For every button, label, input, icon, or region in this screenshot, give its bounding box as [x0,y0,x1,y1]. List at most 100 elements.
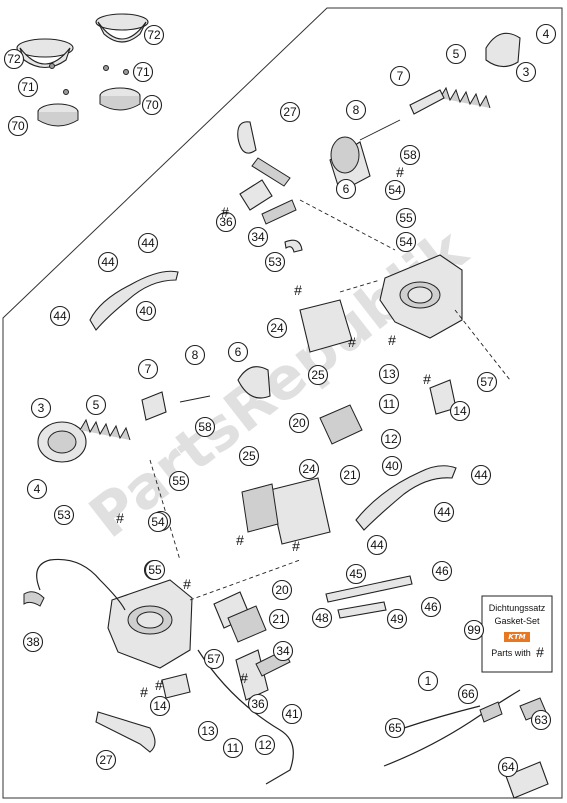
callout-circle [30,397,52,419]
callout-circle [389,65,411,87]
sensor-cable [36,558,126,611]
callout-number: 5 [453,47,460,61]
callout-11: 11 [222,737,244,759]
callout-number: 55 [399,211,413,225]
callout-number: 45 [349,567,363,581]
callout-number: 57 [480,375,494,389]
lower-needle-8 [179,395,211,403]
callout-8: 8 [345,99,367,121]
callout-number: 4 [34,482,41,496]
callout-circle [395,207,417,229]
callout-40: 40 [381,455,403,477]
callout-12: 12 [254,734,276,756]
callout-number: 27 [99,753,113,767]
callout-number: 65 [388,721,402,735]
callout-44: 44 [49,305,71,327]
callout-13: 13 [378,363,400,385]
callout-55: 55 [144,559,166,581]
callout-27: 27 [279,101,301,123]
callout-circle [515,61,537,83]
callout-44: 44 [470,464,492,486]
callout-number: 7 [397,69,404,83]
callout-number: 27 [283,105,297,119]
callout-circle [384,717,406,739]
callout-63: 63 [530,709,552,731]
connector-64 [505,761,549,799]
callout-circle [386,608,408,630]
lower-spring-5 [79,418,131,441]
callout-41: 41 [281,703,303,725]
callout-circle [298,458,320,480]
hash-marker-group: ############# [116,164,431,700]
callout-36: 36 [247,693,269,715]
lower-needle-7 [141,391,167,421]
callout-circle [26,478,48,500]
callout-45: 45 [345,563,367,585]
callout-circle [417,670,439,692]
callout-circle [95,749,117,771]
lower-carb-bore-inner [136,611,164,629]
callout-4: 4 [535,23,557,45]
callout-circle [264,251,286,273]
callout-circle [137,232,159,254]
callout-number: 72 [147,28,161,42]
callout-71: 71 [17,76,39,98]
callout-20: 20 [271,579,293,601]
choke-fitting [251,157,291,187]
air-filter-body-2 [97,21,147,43]
callout-circle [470,464,492,486]
callout-circle [247,226,269,248]
callout-circle [215,211,237,233]
assembly-line-1 [299,199,396,251]
callout-40: 40 [135,300,157,322]
callout-circle [22,631,44,653]
callout-circle [420,596,442,618]
callout-49: 49 [386,608,408,630]
callout-70: 70 [7,115,29,137]
callout-number: 71 [136,65,150,79]
callout-number: 99 [467,623,481,637]
callout-57: 57 [203,648,225,670]
callout-number: 53 [268,255,282,269]
filter-parts-group [16,13,149,127]
callout-number: 24 [302,462,316,476]
callout-58: 58 [399,144,421,166]
callout-number: 46 [435,564,449,578]
callout-53: 53 [53,504,75,526]
callout-circle [395,231,417,253]
gasket-hash-marker: # [155,677,163,693]
callout-circle [137,358,159,380]
callout-circle [445,43,467,65]
callout-circle [3,48,25,70]
callout-number: 8 [353,103,360,117]
callout-number: 12 [258,738,272,752]
callout-number: 8 [192,348,199,362]
gasket-hash-marker: # [423,371,431,387]
lower-choke-27 [95,711,156,753]
callout-circle [381,455,403,477]
callout-6: 6 [335,178,357,200]
callout-46: 46 [420,596,442,618]
callout-circle [345,563,367,585]
upper-carb-bore-inner [407,286,433,304]
lower-float-cover-24 [269,477,331,545]
callout-circle [497,756,519,778]
callout-circle [288,412,310,434]
gasket-hash-marker: # [388,332,396,348]
gasket-hash-marker: # [240,670,248,686]
callout-5: 5 [445,43,467,65]
callout-38: 38 [22,631,44,653]
callout-3: 3 [30,397,52,419]
callout-4: 4 [26,478,48,500]
lower-cover-3-inner [47,430,77,454]
callout-number: 55 [172,474,186,488]
callout-circle [279,101,301,123]
callout-circle [144,559,166,581]
callout-circle [222,737,244,759]
screw-b [103,65,109,71]
callout-55: 55 [168,470,190,492]
callout-circle [345,99,367,121]
callout-number: 46 [424,600,438,614]
callout-99: 99 [463,619,485,641]
